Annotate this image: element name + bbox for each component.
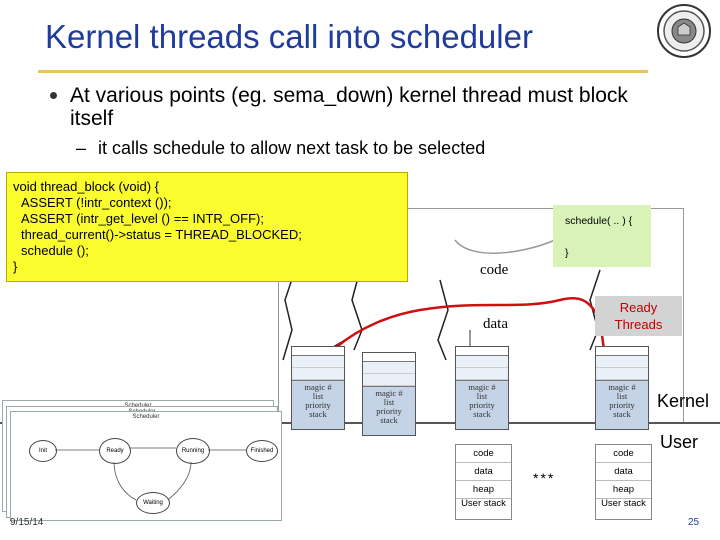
user-segment: data: [456, 463, 511, 481]
ready-label-line: Threads: [614, 317, 663, 332]
title-underline: [38, 70, 648, 73]
code-line: void thread_block (void) {: [13, 179, 159, 194]
ready-threads-label: Ready Threads: [595, 296, 682, 336]
state-node: Running: [176, 438, 210, 464]
university-seal-logo: [657, 4, 711, 58]
tcb-field: stack: [613, 409, 631, 419]
thread-block-code: void thread_block (void) { ASSERT (!intr…: [6, 172, 408, 282]
thread-control-block: magic # list priority stack: [291, 346, 345, 430]
tcb-field: list: [616, 391, 628, 401]
data-label: data: [483, 316, 508, 332]
user-address-space: code data heap User stack: [595, 444, 652, 520]
state-node: Waiting: [136, 492, 170, 514]
sub-bullet-dash: –: [76, 138, 87, 158]
tcb-field: magic #: [375, 388, 403, 398]
code-line: thread_current()->status = THREAD_BLOCKE…: [21, 227, 302, 242]
tcb-field: magic #: [468, 382, 496, 392]
user-segment: User stack: [601, 498, 646, 509]
bullet-dot: [50, 92, 57, 99]
code-line: schedule ();: [21, 243, 89, 258]
tcb-field: priority: [305, 400, 331, 410]
state-node: Init: [29, 440, 57, 462]
scheduler-state-card: Scheduler Init Ready Running Finished Wa…: [10, 411, 282, 521]
tcb-field: stack: [473, 409, 491, 419]
tcb-field: priority: [376, 406, 402, 416]
card-title: Scheduler: [132, 414, 160, 420]
kernel-label: Kernel: [657, 391, 710, 411]
user-segment: heap: [596, 481, 651, 499]
tcb-field: magic #: [304, 382, 332, 392]
code-label: code: [480, 262, 509, 278]
code-line: }: [13, 259, 18, 274]
state-transition-arrows: [55, 447, 246, 501]
bullet-text: At various points (eg. sema_down) kernel…: [70, 84, 628, 130]
schedule-close: }: [565, 247, 569, 259]
user-segment: code: [456, 445, 511, 463]
tcb-field: magic #: [608, 382, 636, 392]
sub-bullet-text: it calls schedule to allow next task to …: [98, 138, 486, 158]
thread-control-block: magic # list priority stack: [595, 346, 649, 430]
thread-control-block: magic # list priority stack: [362, 352, 416, 436]
schedule-open: schedule( .. ) {: [565, 215, 633, 227]
user-segment: heap: [456, 481, 511, 499]
user-segment: User stack: [461, 498, 506, 509]
code-line: ASSERT (intr_get_level () == INTR_OFF);: [21, 211, 264, 226]
state-node: Finished: [246, 440, 278, 462]
thread-control-block: magic # list priority stack: [455, 346, 509, 430]
tcb-field: list: [383, 397, 395, 407]
tcb-field: stack: [380, 415, 398, 425]
user-address-space: code data heap User stack: [455, 444, 512, 520]
tcb-field: stack: [309, 409, 327, 419]
state-node: Ready: [99, 438, 131, 464]
user-segment: code: [596, 445, 651, 463]
ellipsis-marker: ***: [533, 470, 556, 486]
tcb-field: list: [476, 391, 488, 401]
ready-label-line: Ready: [619, 300, 658, 315]
page-number: 25: [688, 517, 700, 528]
user-segment: data: [596, 463, 651, 481]
slide-title: Kernel threads call into scheduler: [45, 18, 533, 55]
kernel-user-divider: [0, 422, 720, 424]
slide-date: 9/15/14: [10, 517, 44, 528]
tcb-field: priority: [469, 400, 495, 410]
user-label: User: [660, 432, 699, 452]
schedule-function-box: schedule( .. ) { }: [553, 205, 651, 267]
tcb-field: priority: [609, 400, 635, 410]
tcb-field: list: [312, 391, 324, 401]
code-line: ASSERT (!intr_context ());: [21, 195, 172, 210]
